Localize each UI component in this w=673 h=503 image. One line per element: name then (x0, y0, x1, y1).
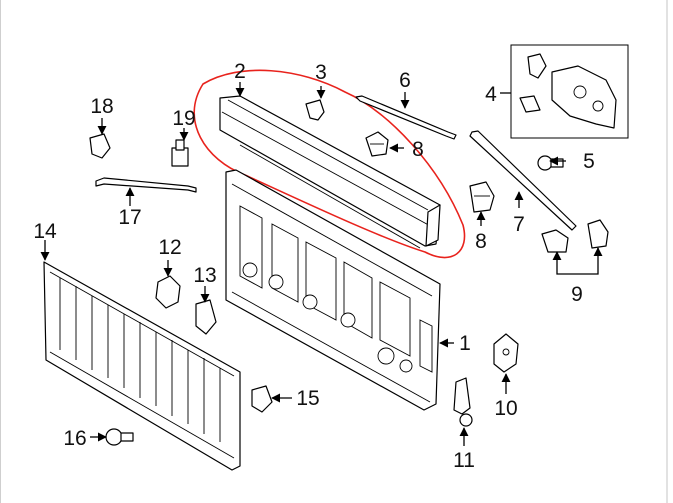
part-3-clip (305, 99, 325, 121)
callout-8-upper: 8 (412, 138, 424, 161)
callout-12: 12 (158, 236, 181, 259)
part-7-rod (469, 130, 577, 231)
callout-14: 14 (33, 220, 57, 243)
callout-17: 17 (118, 206, 141, 229)
part-14-outer-panel (43, 261, 241, 471)
callout-11: 11 (453, 449, 475, 472)
callout-16: 16 (63, 427, 86, 450)
callout-8-lower: 8 (475, 230, 487, 253)
callout-labels: 2 3 6 4 5 8 7 8 9 1 10 11 14 12 13 15 16… (33, 60, 595, 472)
callout-10: 10 (494, 397, 517, 420)
part-8-clip-upper (365, 131, 389, 157)
callout-19: 19 (172, 107, 195, 130)
part-10-hinge-plate (493, 333, 519, 373)
callout-18: 18 (90, 95, 113, 118)
callout-6: 6 (399, 69, 411, 92)
part-11-hinge-bracket (453, 377, 473, 427)
part-4-latch-assembly (510, 44, 629, 139)
part-6-rod (355, 95, 457, 140)
part-9-clip-pair (541, 219, 609, 253)
part-1-inner-panel (225, 169, 441, 411)
part-18-clip (89, 133, 111, 159)
callout-3: 3 (315, 61, 327, 84)
part-12-housing (155, 275, 181, 309)
callout-4: 4 (485, 83, 497, 106)
part-5-bolt (537, 155, 564, 171)
part-15-clip (251, 385, 273, 413)
callout-5: 5 (583, 150, 595, 173)
part-8-clip-lower (469, 181, 495, 213)
callout-13: 13 (193, 264, 216, 287)
callout-7: 7 (513, 213, 525, 236)
leader-lines (40, 82, 603, 446)
part-13-bracket (195, 299, 217, 335)
part-16-bolt (105, 428, 134, 446)
callout-1: 1 (459, 332, 471, 355)
callout-9: 9 (571, 283, 583, 306)
callout-15: 15 (296, 387, 319, 410)
part-17-cable (95, 177, 197, 193)
callout-2: 2 (234, 60, 246, 83)
part-19-stud (171, 139, 189, 167)
